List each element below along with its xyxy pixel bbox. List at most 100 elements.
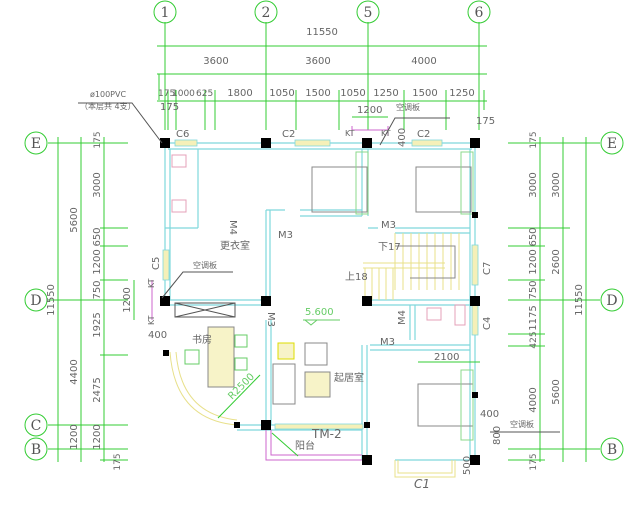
window-c2-left [294, 139, 331, 147]
plan-label: 750 [92, 280, 103, 299]
plan-line [600, 131, 624, 155]
plan-label: 175 [93, 131, 103, 148]
armchair [304, 342, 328, 366]
window-c2-right [411, 139, 443, 147]
plan-label: 1200 [528, 249, 539, 274]
nightstand [460, 151, 474, 215]
column [470, 138, 480, 148]
column [234, 422, 240, 428]
window-c5 [162, 249, 170, 281]
axis-2: 2 [254, 0, 278, 24]
plan-label: 3000 [528, 172, 539, 197]
plan-label: KT [381, 129, 391, 138]
plan-label: 4000 [528, 387, 539, 412]
plan-label: 175 [476, 116, 495, 127]
plan-label: C1 [414, 477, 430, 491]
plan-label: 1500 [412, 88, 437, 99]
plan-line [157, 22, 487, 130]
plan-label: 625 [196, 89, 213, 99]
chairs [184, 334, 248, 371]
plan-label: 650 [92, 227, 103, 246]
stairs [363, 233, 460, 300]
column [362, 296, 372, 306]
room-living: 起居室 [334, 371, 364, 384]
axis-d-left: D [24, 288, 48, 312]
plan-label: C6 [176, 129, 189, 140]
pvc-note: ø100PVC [90, 90, 126, 99]
plan-label: 1250 [449, 88, 474, 99]
room-study: 书房 [192, 333, 212, 346]
plan-label: D [30, 293, 41, 309]
window-c4 [471, 304, 479, 336]
right-dimensions: 175 3000 650 1200 750 1175 425 4000 175 … [508, 131, 600, 471]
walls [164, 142, 476, 461]
column [364, 422, 370, 428]
pvc-count: （本层共 4支） [80, 101, 136, 111]
column [261, 138, 271, 148]
side-table [277, 342, 295, 360]
plan-label: 11550 [574, 284, 585, 316]
axis-e-left: E [24, 131, 48, 155]
plan-label: 1000 [172, 89, 195, 99]
plan-label: 1500 [305, 88, 330, 99]
plan-label: C5 [151, 257, 162, 270]
plan-line [265, 428, 362, 461]
plan-label: 空调板 [193, 260, 217, 270]
top-dimensions: 11550 3600 3600 4000 175 1000 625 1800 1… [157, 22, 495, 130]
plan-label: 1800 [227, 88, 252, 99]
axis-1: 1 [153, 0, 177, 24]
column [160, 138, 170, 148]
desk [207, 326, 235, 388]
plan-label: 2 [262, 5, 271, 21]
axis-markers: 1 2 5 6 E D C B E D B [24, 0, 624, 461]
plan-label: 2100 [434, 352, 459, 363]
plan-line [379, 117, 450, 146]
plan-label: E [607, 136, 617, 152]
coffee-table [304, 371, 331, 398]
plan-label: KT [147, 278, 156, 288]
plan-label: 2600 [551, 249, 562, 274]
plan-label: KT [147, 315, 156, 325]
plan-label: 175 [529, 131, 539, 148]
plan-label: 5600 [69, 207, 80, 232]
plan-label: M3 [278, 230, 293, 241]
plan-label: 6 [475, 5, 484, 21]
plan-label: 3600 [305, 56, 330, 67]
plan-label: 175 [160, 102, 179, 113]
window-c6 [174, 139, 198, 147]
windows [162, 139, 479, 478]
axis-b-left: B [24, 437, 48, 461]
plan-line [169, 351, 238, 426]
plan-label: 650 [528, 227, 539, 246]
room-dressing: 更衣室 [220, 239, 250, 252]
plan-label: M3 [265, 312, 276, 327]
stairs-up: 上18 [345, 271, 368, 283]
plan-line [303, 319, 340, 326]
plan-label: 4000 [411, 56, 436, 67]
plan-label: 1200 [357, 105, 382, 116]
stairs-down: 下17 [378, 242, 401, 253]
plan-label: D [606, 293, 617, 309]
plan-label: C [31, 418, 42, 434]
window-c7 [471, 244, 479, 286]
axis-6: 6 [467, 0, 491, 24]
plan-line [24, 413, 48, 437]
plan-label: 400 [480, 409, 499, 420]
plan-label: KT [345, 129, 355, 138]
column [261, 420, 271, 430]
plan-line [271, 432, 299, 457]
door-tm2 [274, 423, 364, 430]
axis-b-right: B [600, 437, 624, 461]
axis-e-right: E [600, 131, 624, 155]
plan-line [600, 288, 624, 312]
plan-label: 空调板 [510, 419, 534, 429]
plan-line [600, 437, 624, 461]
plan-label: 175 [529, 453, 539, 470]
sofa [272, 363, 296, 405]
annotations: ø100PVC （本层共 4支） 1200 空调板 KT KT 400 1200… [78, 90, 560, 491]
left-dimensions: 11550 5600 4400 1200 175 3000 650 1200 7… [46, 131, 128, 471]
window-c1 [394, 460, 456, 478]
plan-label: 2475 [92, 377, 103, 402]
plan-line [161, 271, 233, 299]
plan-line [363, 233, 460, 300]
